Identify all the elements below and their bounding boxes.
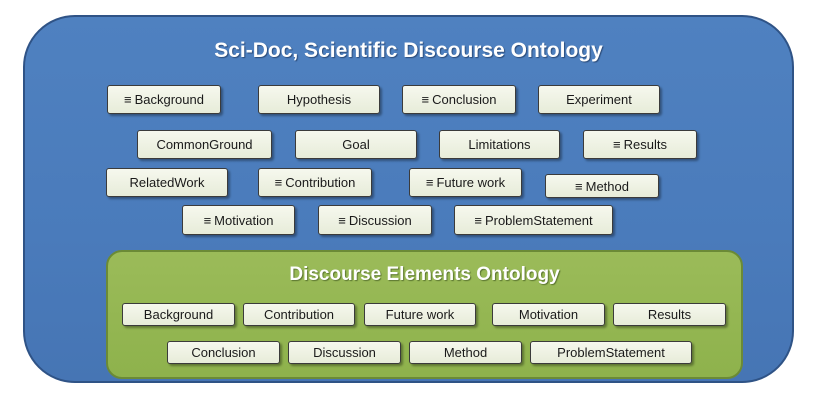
- scidoc-item-label: CommonGround: [156, 137, 253, 152]
- deo-item-label: Method: [443, 345, 488, 360]
- equivalence-icon: ≡: [421, 92, 430, 107]
- scidoc-item-background: ≡Background: [107, 85, 221, 114]
- scidoc-item-label: ProblemStatement: [484, 212, 593, 228]
- scidoc-item-label: Background: [134, 92, 204, 107]
- deo-title: Discourse Elements Ontology: [289, 264, 560, 285]
- scidoc-item-label: Future work: [436, 175, 506, 190]
- equivalence-icon: ≡: [575, 178, 583, 194]
- deo-item-problemstatement: ProblemStatement: [530, 341, 692, 364]
- scidoc-item-label: Goal: [342, 137, 370, 152]
- scidoc-item-hypothesis: Hypothesis: [258, 85, 380, 114]
- scidoc-item-futurework: ≡Future work: [409, 168, 522, 197]
- scidoc-item-discussion: ≡Discussion: [318, 205, 432, 235]
- deo-item-label: Conclusion: [191, 345, 256, 360]
- deo-item-label: Contribution: [263, 307, 335, 322]
- scidoc-item-conclusion: ≡Conclusion: [402, 85, 516, 114]
- scidoc-item-motivation: ≡Motivation: [182, 205, 295, 235]
- equivalence-icon: ≡: [613, 137, 621, 152]
- deo-item-discussion: Discussion: [288, 341, 401, 364]
- scidoc-item-label: Method: [585, 178, 629, 194]
- deo-item-results: Results: [613, 303, 726, 326]
- scidoc-item-label: Conclusion: [432, 92, 497, 107]
- equivalence-icon: ≡: [274, 175, 283, 190]
- scidoc-item-label: Limitations: [468, 137, 531, 152]
- scidoc-item-label: RelatedWork: [129, 175, 205, 190]
- deo-item-label: ProblemStatement: [557, 345, 665, 360]
- deo-item-method: Method: [409, 341, 522, 364]
- scidoc-item-commonground: CommonGround: [137, 130, 272, 159]
- scidoc-item-label: Contribution: [285, 175, 356, 190]
- scidoc-item-results: ≡Results: [583, 130, 697, 159]
- scidoc-item-label: Motivation: [214, 212, 274, 228]
- deo-item-label: Results: [647, 307, 692, 322]
- scidoc-item-label: Hypothesis: [286, 92, 352, 107]
- equivalence-icon: ≡: [474, 212, 482, 228]
- deo-item-conclusion: Conclusion: [167, 341, 280, 364]
- scidoc-item-goal: Goal: [295, 130, 417, 159]
- scidoc-item-problemstatement: ≡ProblemStatement: [454, 205, 613, 235]
- deo-item-futurework: Future work: [364, 303, 476, 326]
- scidoc-item-label: Discussion: [348, 212, 412, 228]
- deo-item-motivation: Motivation: [492, 303, 605, 326]
- equivalence-icon: ≡: [203, 212, 212, 228]
- deo-item-contribution: Contribution: [243, 303, 355, 326]
- scidoc-item-relatedwork: RelatedWork: [106, 168, 228, 197]
- scidoc-item-label: Experiment: [566, 92, 632, 107]
- equivalence-icon: ≡: [124, 92, 132, 107]
- deo-item-label: Motivation: [518, 307, 579, 322]
- scidoc-item-method: ≡Method: [545, 174, 659, 198]
- deo-item-label: Future work: [385, 307, 455, 322]
- deo-item-background: Background: [122, 303, 235, 326]
- equivalence-icon: ≡: [338, 212, 346, 228]
- scidoc-title: Sci-Doc, Scientific Discourse Ontology: [214, 39, 603, 62]
- deo-item-label: Background: [143, 307, 214, 322]
- scidoc-item-contribution: ≡Contribution: [258, 168, 372, 197]
- equivalence-icon: ≡: [425, 175, 434, 190]
- scidoc-item-experiment: Experiment: [538, 85, 660, 114]
- scidoc-item-label: Results: [623, 137, 667, 152]
- scidoc-item-limitations: Limitations: [439, 130, 560, 159]
- deo-item-label: Discussion: [313, 345, 376, 360]
